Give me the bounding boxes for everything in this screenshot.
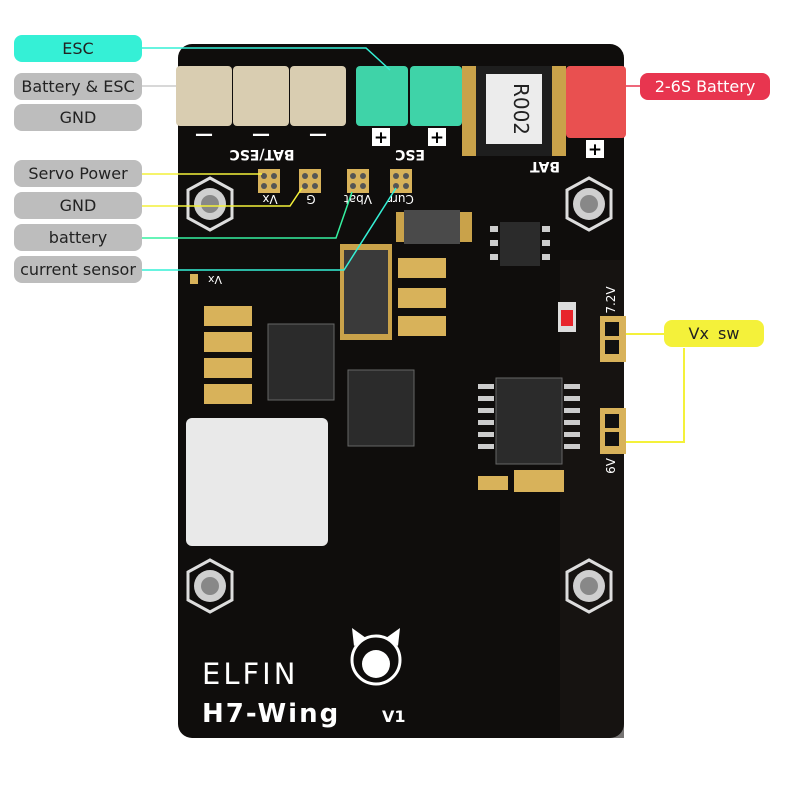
silk-esc: ESC bbox=[395, 146, 425, 162]
pad-g bbox=[299, 169, 321, 193]
component-power-inductor bbox=[186, 418, 328, 546]
silk-bat-esc: BAT/ESC bbox=[229, 146, 294, 162]
silk-g: G bbox=[306, 192, 315, 206]
brand-elfin: ELFIN bbox=[202, 657, 298, 691]
plus-esc-2: + bbox=[430, 128, 444, 148]
brand-model: H7-Wing bbox=[202, 699, 340, 729]
minus-3: — bbox=[309, 124, 327, 145]
pad-vbat bbox=[347, 169, 369, 193]
plus-esc-1: + bbox=[374, 128, 388, 148]
jumper-6v bbox=[600, 408, 626, 454]
silk-bat: BAT bbox=[530, 158, 560, 174]
component-caps-column-1 bbox=[398, 258, 446, 336]
component-diode bbox=[396, 210, 472, 244]
component-mosfet-2 bbox=[348, 370, 414, 446]
brand-version: V1 bbox=[382, 707, 406, 726]
connector-bat-esc bbox=[176, 66, 346, 126]
silk-vx-small: Vx bbox=[207, 273, 222, 286]
component-mosfet-1 bbox=[268, 324, 334, 400]
silk-6v: 6V bbox=[604, 457, 618, 474]
component-led-red bbox=[558, 302, 576, 332]
component-inductor-small bbox=[340, 244, 392, 340]
pad-vx bbox=[258, 169, 280, 193]
plus-bat: + bbox=[588, 140, 602, 160]
jumper-7v2 bbox=[600, 316, 626, 362]
minus-2: — bbox=[252, 124, 270, 145]
shunt-label: R002 bbox=[509, 83, 533, 135]
pad-curr bbox=[390, 169, 412, 193]
minus-1: — bbox=[195, 124, 213, 145]
connector-battery bbox=[566, 66, 626, 138]
leader-vx-sw-bottom bbox=[626, 348, 684, 442]
pad-vx-small bbox=[190, 274, 198, 284]
silk-vx: Vx bbox=[262, 192, 277, 206]
silk-7v2: 7.2V bbox=[604, 286, 618, 314]
